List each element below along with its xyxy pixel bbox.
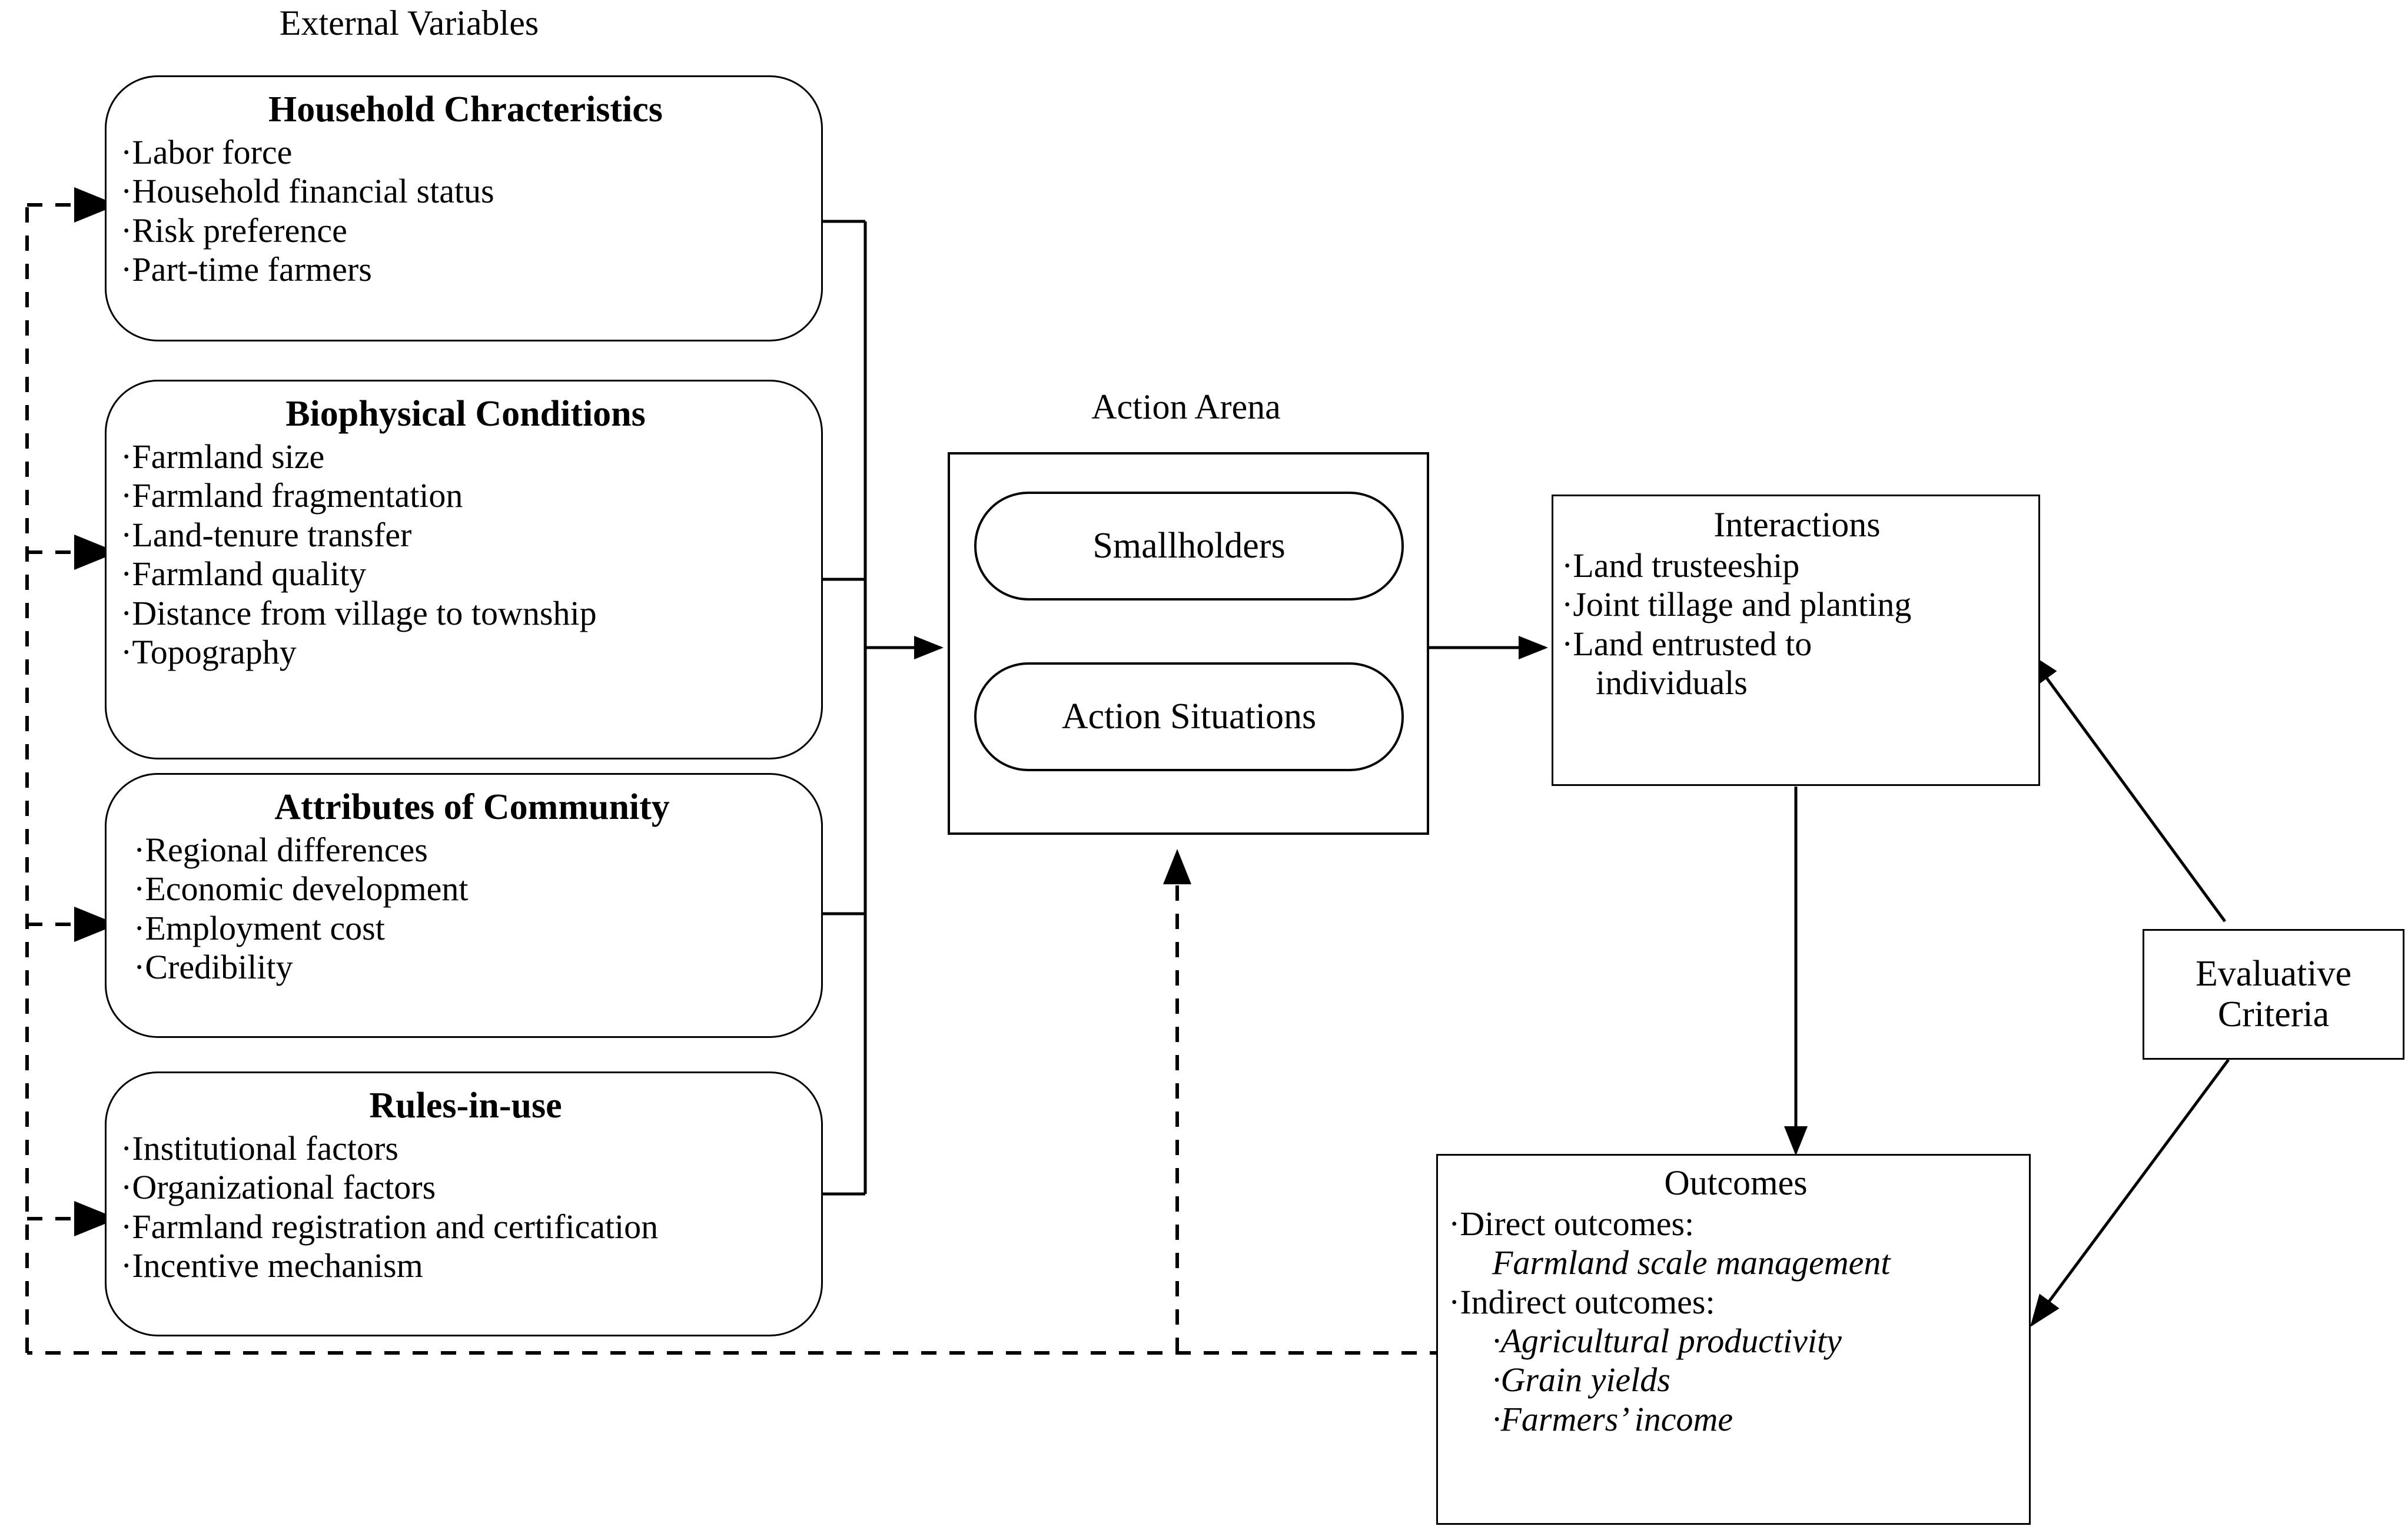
list-rules-in-use: ·Institutional factors ·Organizational f…: [121, 1129, 811, 1286]
external-variables-title: External Variables: [279, 4, 539, 42]
list-item: ·Household financial status: [121, 172, 494, 211]
list-item: ·Economic development: [134, 870, 469, 908]
box-interactions[interactable]: Interactions ·Land trusteeship ·Joint ti…: [1552, 495, 2040, 786]
box-smallholders[interactable]: Smallholders: [974, 492, 1404, 601]
list-item: ·Land-tenure transfer: [121, 515, 412, 554]
box-title-biophysical-conditions: Biophysical Conditions: [285, 394, 646, 434]
list-item: ·Topography: [121, 632, 297, 671]
list-item: ·Land entrusted to: [1562, 624, 1812, 663]
evaluative-criteria-line1: Evaluative: [2195, 953, 2352, 994]
list-item: ·Joint tillage and planting: [1562, 585, 1912, 624]
list-item: ·Agricultural productivity: [1492, 1322, 1842, 1361]
list-item: ·Farmland quality: [121, 555, 367, 593]
list-item: ·Grain yields: [1492, 1361, 1670, 1399]
box-attributes-of-community[interactable]: Attributes of Community ·Regional differ…: [105, 773, 823, 1038]
list-item: ·Distance from village to township: [121, 593, 597, 632]
list-item: ·Institutional factors: [121, 1129, 398, 1167]
list-item: ·Risk preference: [121, 211, 347, 250]
list-item: ·Credibility: [134, 948, 293, 987]
box-rules-in-use[interactable]: Rules-in-use ·Institutional factors ·Org…: [105, 1071, 823, 1336]
list-item: individuals: [1596, 664, 1748, 702]
box-household-characteristics[interactable]: Household Chracteristics ·Labor force ·H…: [105, 75, 823, 341]
box-title-rules-in-use: Rules-in-use: [369, 1086, 562, 1126]
list-item: ·Farmers’ income: [1492, 1399, 1733, 1438]
list-item: ·Employment cost: [134, 908, 385, 947]
list-item: ·Indirect outcomes:: [1449, 1282, 1715, 1321]
list-item: ·Farmland registration and certification: [121, 1207, 659, 1246]
list-item: ·Regional differences: [134, 830, 428, 869]
list-item: Farmland scale management: [1492, 1243, 1891, 1282]
action-arena-title: Action Arena: [1091, 387, 1281, 426]
box-biophysical-conditions[interactable]: Biophysical Conditions ·Farmland size ·F…: [105, 380, 823, 759]
box-title-outcomes: Outcomes: [1664, 1163, 1808, 1202]
box-title-action-situations: Action Situations: [1061, 696, 1317, 737]
list-household-characteristics: ·Labor force ·Household financial status…: [121, 133, 811, 290]
box-title-attributes-of-community: Attributes of Community: [274, 787, 670, 827]
list-attributes-of-community: ·Regional differences ·Economic developm…: [134, 831, 811, 987]
list-item: ·Incentive mechanism: [121, 1246, 423, 1285]
list-item: ·Labor force: [121, 132, 293, 171]
box-evaluative-criteria[interactable]: Evaluative Criteria: [2143, 929, 2404, 1060]
external-bracket: [819, 220, 867, 1196]
edge-evaluative-criteria-to-outcomes: [2030, 1059, 2230, 1328]
box-title-household-characteristics: Household Chracteristics: [268, 89, 663, 130]
list-item: ·Farmland size: [121, 437, 325, 476]
box-title-smallholders: Smallholders: [1092, 525, 1286, 566]
box-action-situations[interactable]: Action Situations: [974, 662, 1404, 771]
list-item: ·Land trusteeship: [1562, 546, 1800, 585]
list-outcomes: ·Direct outcomes: Farmland scale managem…: [1449, 1205, 2023, 1439]
list-biophysical-conditions: ·Farmland size ·Farmland fragmentation ·…: [121, 437, 811, 672]
list-interactions: ·Land trusteeship ·Joint tillage and pla…: [1562, 546, 2032, 703]
list-item: ·Farmland fragmentation: [121, 476, 463, 515]
list-item: ·Part-time farmers: [121, 250, 372, 289]
edge-evaluative-criteria-to-interactions: [2028, 652, 2227, 923]
box-outcomes[interactable]: Outcomes ·Direct outcomes: Farmland scal…: [1436, 1154, 2031, 1525]
list-item: ·Direct outcomes:: [1449, 1204, 1695, 1243]
evaluative-criteria-line2: Criteria: [2217, 994, 2330, 1034]
box-title-interactions: Interactions: [1713, 505, 1881, 544]
list-item: ·Organizational factors: [121, 1168, 436, 1207]
